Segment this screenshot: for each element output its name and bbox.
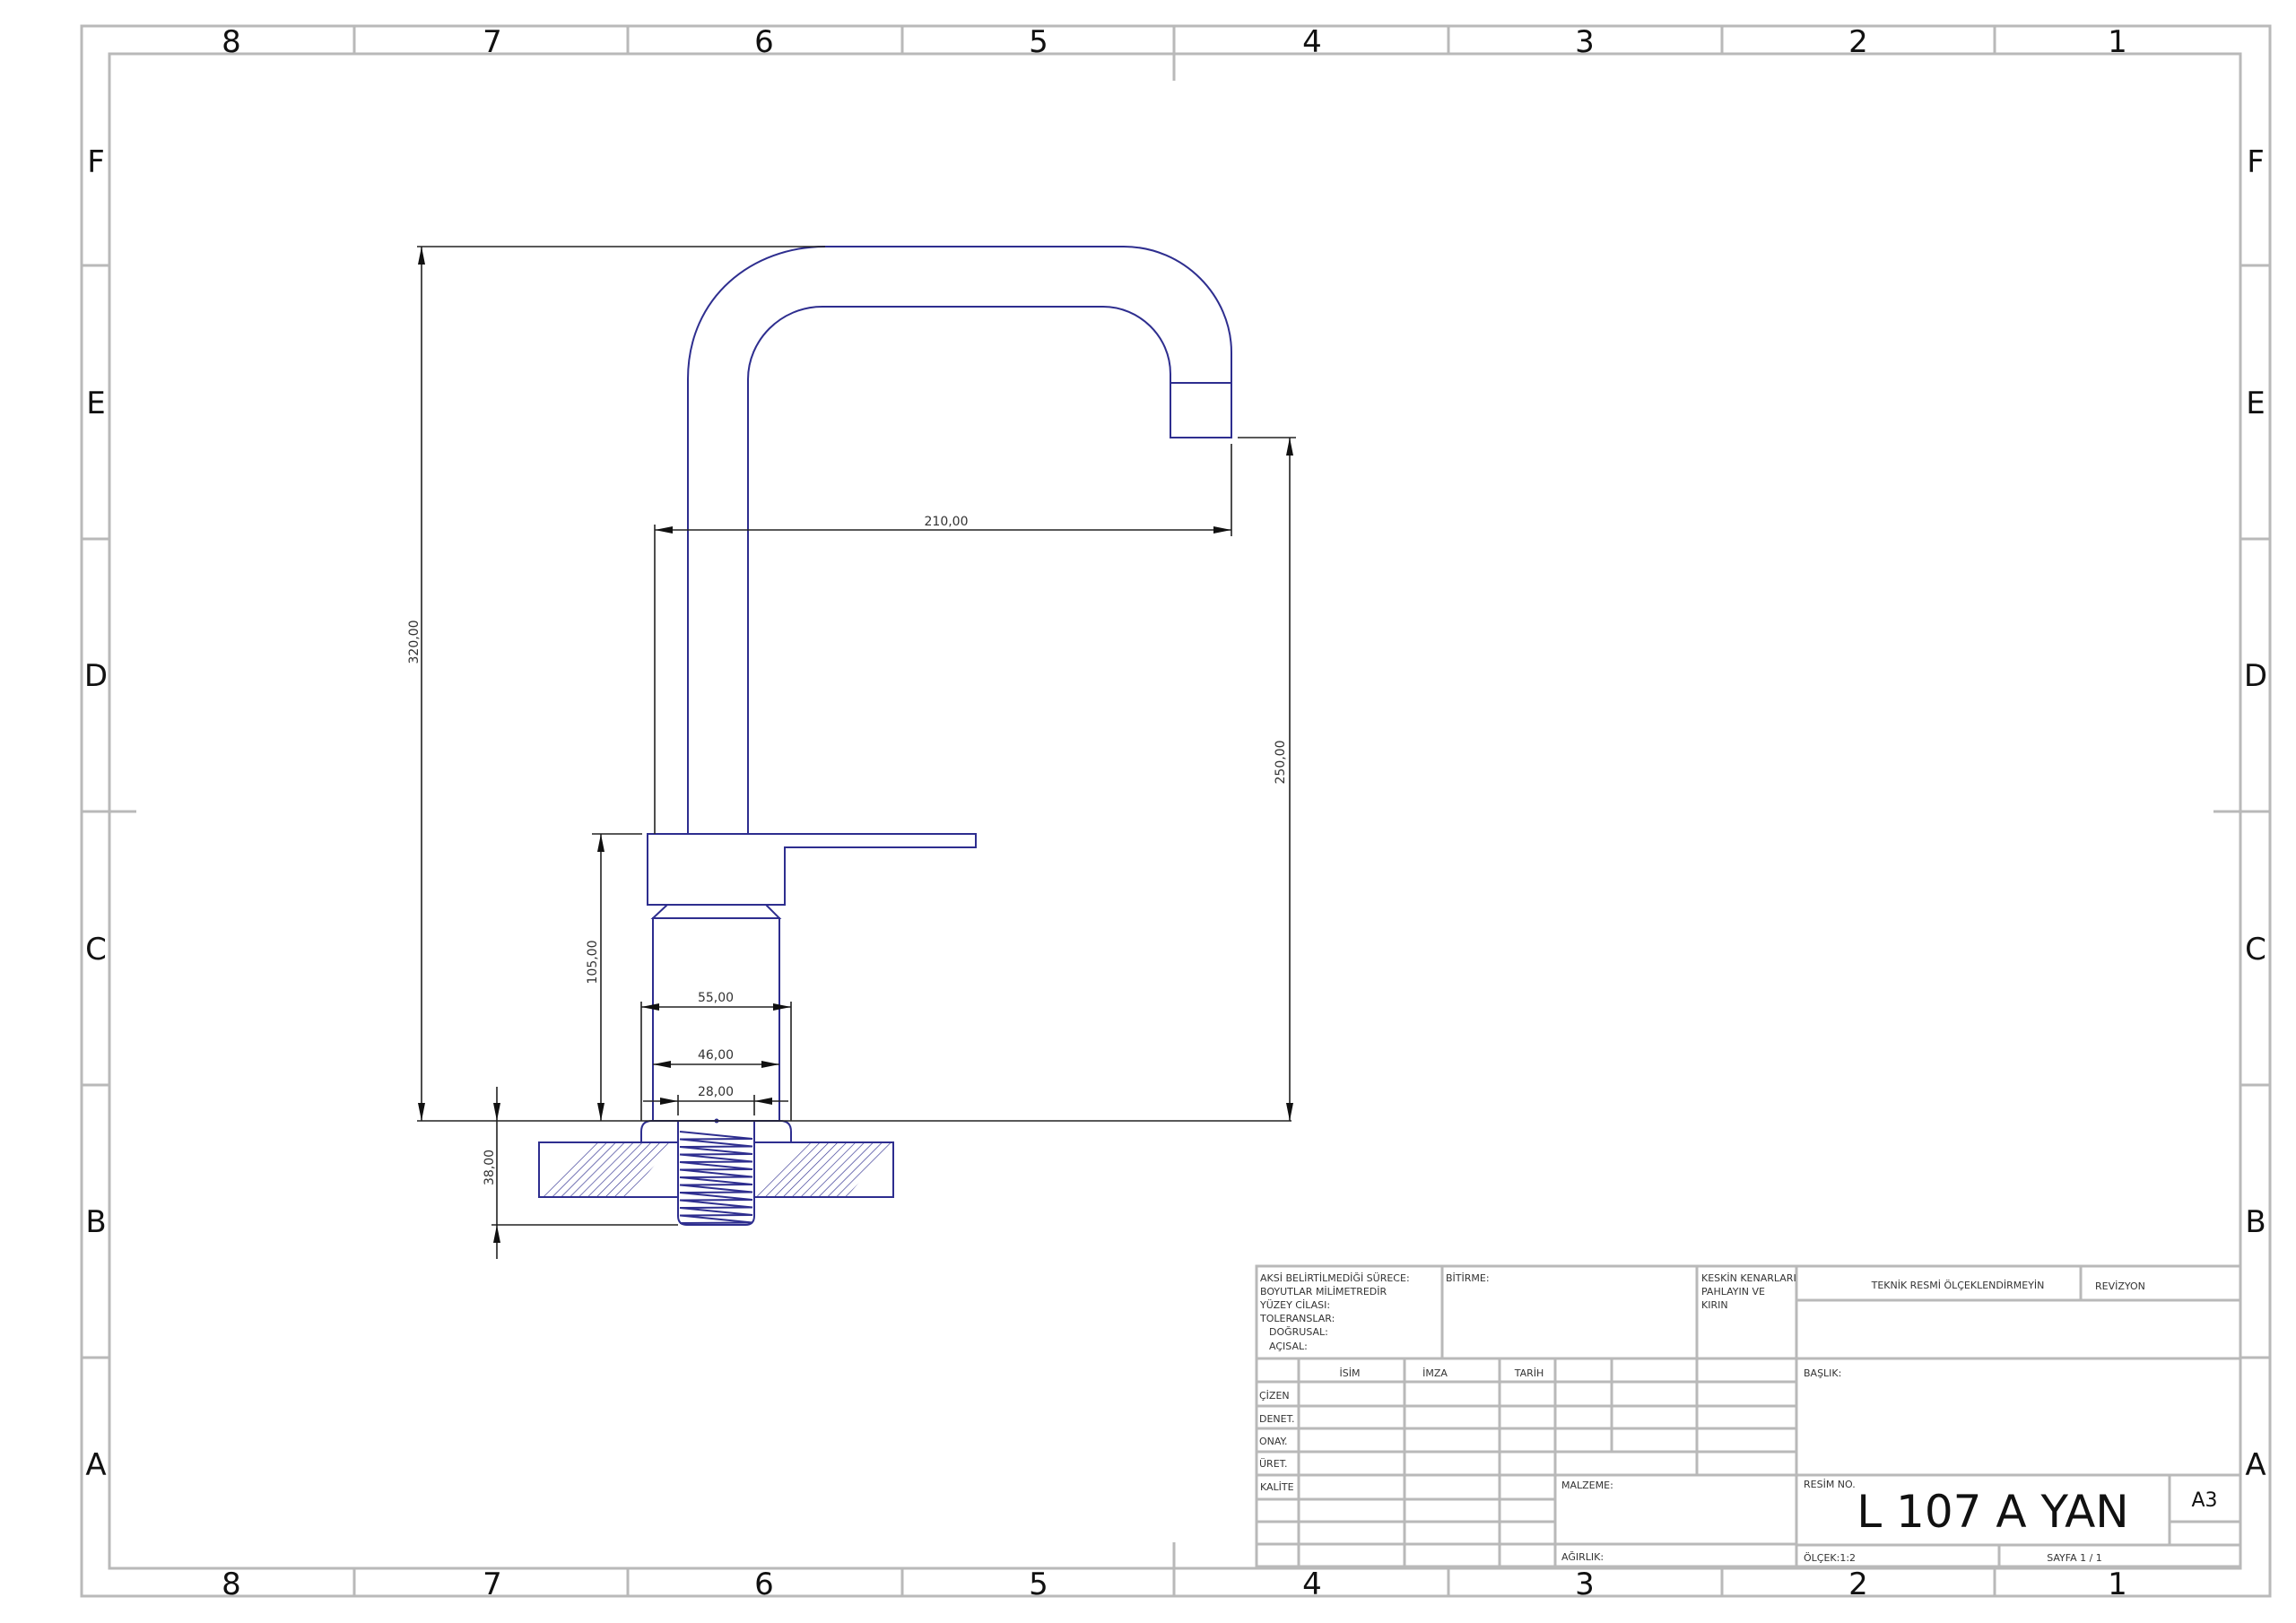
revision-label: REVİZYON <box>2095 1280 2145 1292</box>
role-manufacturing: ÜRET. <box>1259 1458 1288 1470</box>
note-line: AKSİ BELİRTİLMEDİĞİ SÜRECE: <box>1260 1272 1410 1284</box>
drawing-no-label: RESİM NO. <box>1804 1479 1856 1490</box>
dim-body-diameter: 46,00 <box>698 1048 734 1063</box>
header-signature: İMZA <box>1422 1367 1448 1379</box>
thread-line <box>679 1176 753 1185</box>
row-label-left: A <box>85 1447 106 1483</box>
spout-inner <box>747 306 1171 834</box>
thread-line <box>679 1146 753 1155</box>
note-line: YÜZEY CİLASI: <box>1259 1299 1330 1311</box>
column-label-top: 4 <box>1302 24 1322 60</box>
spout-outlet <box>1170 382 1232 438</box>
column-label-bottom: 8 <box>222 1567 241 1602</box>
thread-line <box>679 1184 753 1193</box>
dim-flange-diameter: 55,00 <box>698 991 734 1005</box>
dim-spout-reach: 210,00 <box>925 515 969 529</box>
section-hatch-right <box>756 1142 893 1197</box>
sheet-number: SAYFA 1 / 1 <box>2047 1552 2102 1564</box>
dimensions: 320,00 250,00 210,00 105,00 55,00 46,00 … <box>407 246 1296 1259</box>
thread-line <box>679 1214 753 1217</box>
dim-body-height: 105,00 <box>586 941 600 985</box>
row-label-right: F <box>2247 144 2265 180</box>
thread-line <box>679 1160 753 1163</box>
thread-line <box>679 1145 753 1148</box>
thread-line <box>679 1153 753 1156</box>
column-label-top: 1 <box>2108 24 2127 60</box>
title-label: BAŞLIK: <box>1804 1367 1841 1379</box>
role-checked: DENET. <box>1259 1413 1295 1425</box>
lever-handle <box>647 833 977 906</box>
column-label-top: 8 <box>222 24 241 60</box>
finish-label: BİTİRME: <box>1446 1272 1490 1284</box>
thread-line <box>679 1199 753 1202</box>
sheet-frame <box>80 24 2272 1598</box>
thread-line <box>679 1153 753 1163</box>
spout-outer <box>687 246 1232 834</box>
column-label-bottom: 2 <box>1848 1567 1868 1602</box>
dim-thread-diameter: 28,00 <box>698 1085 734 1099</box>
thread-line <box>679 1214 753 1224</box>
thread-line <box>679 1138 753 1148</box>
note-line: AÇISAL: <box>1269 1341 1308 1352</box>
column-label-bottom: 5 <box>1029 1567 1048 1602</box>
role-drawn: ÇİZEN <box>1259 1390 1290 1402</box>
title-block: AKSİ BELİRTİLMEDİĞİ SÜRECE: BOYUTLAR MİL… <box>1255 1264 2242 1568</box>
edges-note: PAHLAYIN VE <box>1701 1286 1765 1298</box>
row-label-left: B <box>85 1204 106 1240</box>
weight-label: AĞIRLIK: <box>1561 1551 1604 1563</box>
header-date: TARİH <box>1514 1367 1544 1379</box>
thread-line <box>679 1168 753 1171</box>
dim-thread-length: 38,00 <box>483 1150 497 1185</box>
column-label-bottom: 1 <box>2108 1567 2127 1602</box>
faucet-side-view <box>538 246 1232 1226</box>
column-label-bottom: 4 <box>1302 1567 1322 1602</box>
thread-lines <box>679 1131 753 1224</box>
header-name: İSİM <box>1340 1367 1361 1379</box>
thread-line <box>679 1138 753 1141</box>
row-label-right: B <box>2245 1204 2266 1240</box>
column-label-top: 7 <box>483 24 502 60</box>
note-line: BOYUTLAR MİLİMETREDİR <box>1260 1286 1387 1298</box>
thread-line <box>679 1131 753 1140</box>
drawing-number: L 107 A YAN <box>1857 1486 2128 1538</box>
note-line: DOĞRUSAL: <box>1269 1326 1328 1338</box>
column-label-bottom: 7 <box>483 1567 502 1602</box>
dim-outlet-height: 250,00 <box>1274 741 1288 785</box>
thread-line <box>679 1199 753 1209</box>
role-quality: KALİTE <box>1260 1481 1294 1493</box>
sheet-size: A3 <box>2191 1489 2217 1512</box>
row-label-left: C <box>85 932 107 968</box>
edges-note: KIRIN <box>1701 1299 1728 1311</box>
role-approved: ONAY. <box>1259 1436 1288 1447</box>
thread-line <box>679 1192 753 1201</box>
column-label-bottom: 6 <box>754 1567 774 1602</box>
body-chamfer <box>650 904 782 919</box>
thread-line <box>679 1168 753 1178</box>
scale-label: ÖLÇEK:1:2 <box>1804 1552 1856 1564</box>
note-line: TOLERANSLAR: <box>1259 1313 1335 1324</box>
thread-line <box>679 1161 753 1170</box>
row-label-left: D <box>84 658 108 694</box>
column-label-top: 3 <box>1575 24 1595 60</box>
column-label-bottom: 3 <box>1575 1567 1595 1602</box>
row-label-right: C <box>2245 932 2266 968</box>
row-label-right: A <box>2245 1447 2266 1483</box>
column-label-top: 6 <box>754 24 774 60</box>
thread-line <box>679 1206 753 1209</box>
thread-line <box>679 1221 753 1224</box>
column-label-top: 2 <box>1848 24 1868 60</box>
row-label-right: D <box>2244 658 2267 694</box>
material-label: MALZEME: <box>1561 1480 1613 1491</box>
edges-note: KESKİN KENARLARI <box>1701 1272 1796 1284</box>
row-label-left: E <box>86 386 105 421</box>
section-hatch-left <box>539 1142 674 1197</box>
column-label-top: 5 <box>1029 24 1048 60</box>
row-label-right: E <box>2246 386 2265 421</box>
thread-line <box>679 1207 753 1216</box>
row-label-left: F <box>87 144 105 180</box>
do-not-scale-note: TEKNİK RESMİ ÖLÇEKLENDİRMEYİN <box>1871 1280 2045 1291</box>
thread-line <box>679 1176 753 1178</box>
dim-overall-height: 320,00 <box>407 621 422 664</box>
